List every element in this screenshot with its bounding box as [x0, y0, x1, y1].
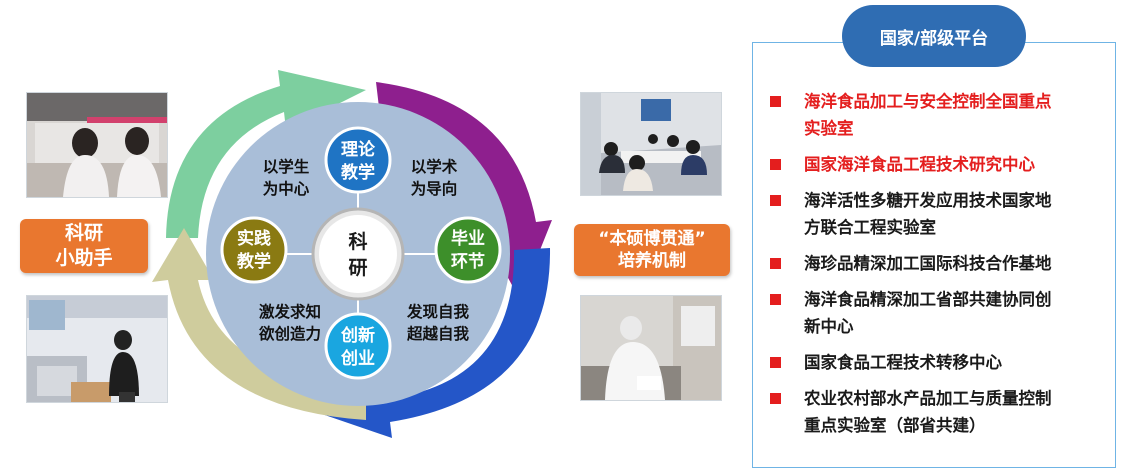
bullet-square-icon [770, 195, 781, 206]
quadrant-top-left-2: 为中心 [263, 179, 310, 198]
node-top-line2: 教学 [340, 162, 375, 183]
platform-item-line: 海洋活性多糖开发应用技术国家地 [804, 191, 1052, 210]
integrated-training-box: “本硕博贯通” 培养机制 [574, 224, 730, 276]
node-left-line1: 实践 [237, 228, 271, 249]
platform-item-line: 农业农村部水产品加工与质量控制 [804, 389, 1052, 408]
center-label-1: 科 [348, 230, 367, 253]
node-theory-teaching: 理论 教学 [324, 126, 392, 194]
research-assistant-label-1: 科研 [64, 222, 103, 245]
platform-item: 农业农村部水产品加工与质量控制 重点实验室（部省共建） [770, 385, 1110, 439]
platform-item-line: 国家食品工程技术转移中心 [804, 353, 1002, 372]
platform-panel [752, 42, 1116, 468]
study-photo-bottom-left [26, 295, 168, 403]
node-innovation: 创新 创业 [324, 312, 392, 380]
lab-photo-top-left [26, 92, 168, 198]
meeting-photo-top-right [580, 92, 722, 196]
quadrant-bottom-left-2: 欲创造力 [258, 324, 321, 343]
integrated-training-label-2: 培养机制 [618, 251, 686, 271]
platform-item: 海洋食品加工与安全控制全国重点 实验室 [770, 88, 1110, 142]
node-right-line2: 环节 [451, 251, 485, 272]
node-bottom-line2: 创业 [340, 348, 375, 369]
platform-item: 海洋食品精深加工省部共建协同创 新中心 [770, 286, 1110, 340]
bullet-square-icon [770, 258, 781, 269]
research-assistant-label-2: 小助手 [55, 247, 113, 269]
platform-item: 国家食品工程技术转移中心 [770, 349, 1110, 376]
node-graduation: 毕业 环节 [434, 216, 502, 284]
quadrant-bottom-right-1: 发现自我 [406, 302, 470, 321]
quadrant-bottom-left-1: 激发求知 [259, 302, 321, 321]
platform-title: 国家/部级平台 [842, 5, 1026, 67]
node-practice-teaching: 实践 教学 [220, 216, 288, 284]
quadrant-top-left-1: 以学生 [263, 157, 310, 176]
bullet-square-icon [770, 159, 781, 170]
integrated-training-label-1: “本硕博贯通” [598, 228, 706, 249]
research-assistant-box: 科研 小助手 [20, 219, 148, 273]
bullet-square-icon [770, 357, 781, 368]
platform-item-line: 重点实验室（部省共建） [804, 416, 986, 435]
quadrant-bottom-right-2: 超越自我 [406, 324, 470, 343]
platform-item-line: 国家海洋食品工程技术研究中心 [804, 155, 1035, 174]
bullet-square-icon [770, 294, 781, 305]
platform-item-line: 海洋食品精深加工省部共建协同创 [804, 290, 1052, 309]
platform-item-line: 海洋食品加工与安全控制全国重点 [804, 92, 1052, 111]
platform-item: 海珍品精深加工国际科技合作基地 [770, 250, 1110, 277]
node-bottom-line1: 创新 [340, 325, 375, 346]
platform-item: 国家海洋食品工程技术研究中心 [770, 151, 1110, 178]
platform-item-line: 海珍品精深加工国际科技合作基地 [804, 254, 1052, 273]
node-top-line1: 理论 [341, 139, 376, 160]
lab-photo-bottom-right [580, 295, 722, 401]
platform-item-line: 新中心 [804, 317, 854, 336]
center-label-2: 研 [348, 257, 367, 279]
platform-item: 海洋活性多糖开发应用技术国家地 方联合工程实验室 [770, 187, 1110, 241]
bullet-square-icon [770, 96, 781, 107]
node-right-line1: 毕业 [451, 229, 485, 249]
quadrant-top-right-2: 为导向 [411, 179, 458, 198]
arrow-tan [152, 228, 366, 420]
platform-item-line: 方联合工程实验室 [804, 218, 936, 237]
quadrant-top-right-1: 以学术 [411, 157, 458, 176]
platform-item-line: 实验室 [804, 119, 854, 138]
platform-list: 海洋食品加工与安全控制全国重点 实验室 国家海洋食品工程技术研究中心 海洋活性多… [770, 88, 1110, 439]
node-left-line2: 教学 [236, 251, 271, 272]
cycle-diagram: 科 研 理论 教学 毕业 环节 创新 创业 实践 教学 以学生 为中心 以学术 … [152, 70, 552, 438]
bullet-square-icon [770, 393, 781, 404]
